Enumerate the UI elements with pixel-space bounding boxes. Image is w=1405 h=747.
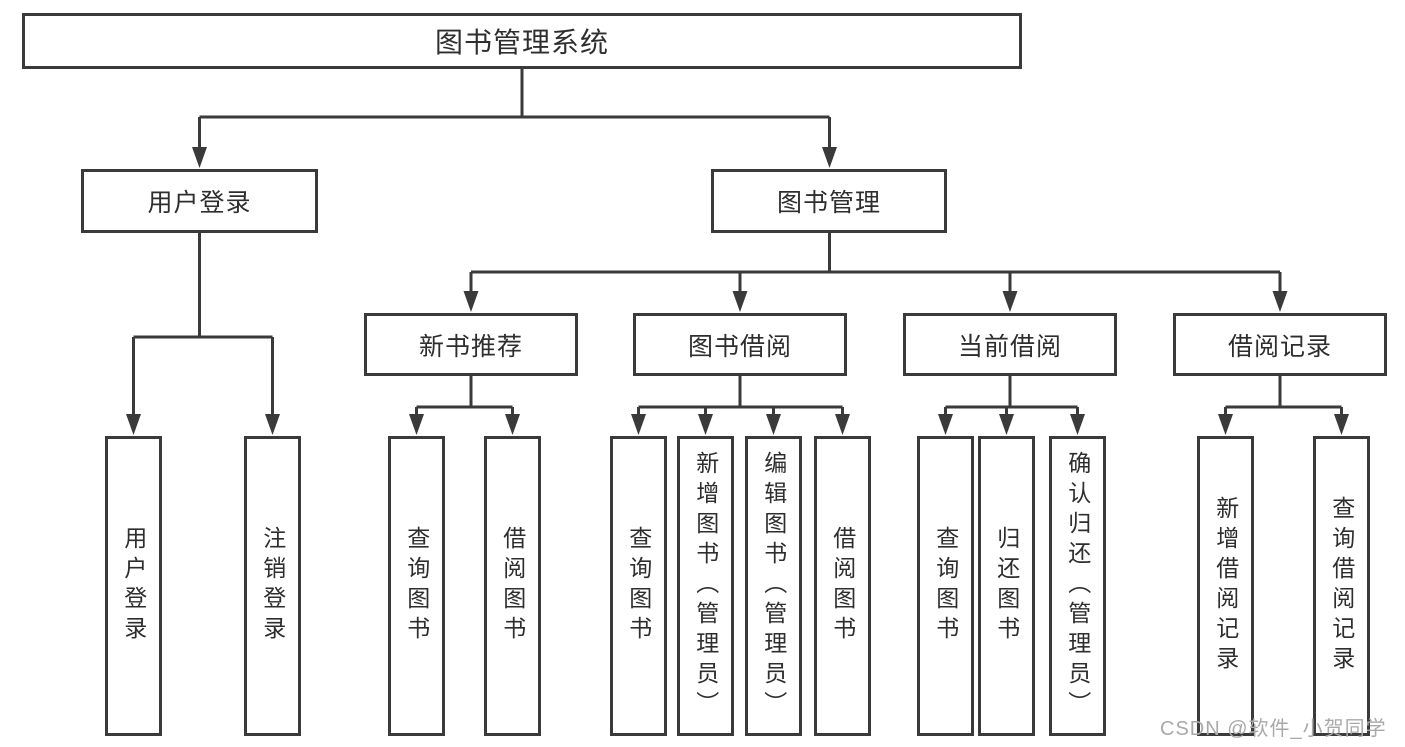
node-label: 确认归还（管理员） [1064, 451, 1091, 721]
arrowhead [1334, 414, 1349, 435]
arrowhead [1272, 291, 1288, 312]
node-label: 新增图书（管理员） [692, 451, 719, 721]
node-label: 图书管理 [776, 189, 881, 217]
node-leaf-borrow-book-rec: 借阅图书 [484, 436, 541, 736]
node-label: 借阅图书 [829, 526, 856, 646]
arrowhead [766, 414, 781, 435]
node-label: 归还图书 [993, 526, 1020, 646]
node-leaf-query-book-current: 查询图书 [917, 436, 974, 736]
connector-book-mgmt-children [463, 233, 1288, 312]
node-label: 查询图书 [932, 526, 959, 646]
arrowhead [822, 147, 837, 168]
node-leaf-borrow-book: 借阅图书 [814, 436, 871, 736]
arrowhead [999, 414, 1014, 435]
node-label: 当前借阅 [957, 332, 1062, 361]
node-leaf-query-borrow-record: 查询借阅记录 [1313, 436, 1370, 736]
arrowhead [1218, 414, 1233, 435]
node-label: 新增借阅记录 [1212, 496, 1239, 676]
node-label: 查询借阅记录 [1328, 496, 1355, 676]
arrowhead [505, 414, 520, 435]
arrowhead [938, 414, 953, 435]
node-new-book-rec: 新书推荐 [364, 313, 578, 376]
arrowhead [631, 414, 646, 435]
node-label: 查询图书 [403, 526, 430, 646]
arrowhead [192, 147, 207, 168]
connector-borrow-records-children [1218, 376, 1349, 435]
node-label: 查询图书 [625, 526, 652, 646]
arrowhead [835, 414, 850, 435]
node-leaf-return-book: 归还图书 [978, 436, 1035, 736]
arrowhead [1002, 291, 1018, 312]
node-leaf-logout: 注销登录 [244, 436, 301, 736]
node-root-system: 图书管理系统 [22, 13, 1022, 69]
node-label: 用户登录 [147, 189, 252, 217]
node-book-mgmt-module: 图书管理 [711, 169, 947, 233]
node-label: 用户登录 [120, 526, 147, 646]
node-leaf-user-login: 用户登录 [105, 436, 162, 736]
node-user-login-module: 用户登录 [81, 169, 318, 233]
arrowhead [265, 414, 280, 435]
node-book-borrow: 图书借阅 [633, 313, 847, 376]
arrowhead [698, 414, 713, 435]
node-leaf-query-book-rec: 查询图书 [388, 436, 445, 736]
arrowhead [1070, 414, 1085, 435]
connector-new-book-rec-children [409, 376, 520, 435]
node-label: 图书管理系统 [434, 27, 609, 58]
connector-user-login-children [126, 233, 280, 435]
node-leaf-edit-book-admin: 编辑图书（管理员） [745, 436, 802, 736]
node-leaf-add-book-admin: 新增图书（管理员） [677, 436, 734, 736]
arrowhead [409, 414, 424, 435]
node-current-borrow: 当前借阅 [903, 313, 1117, 376]
csdn-watermark: CSDN @软件_小贺同学 [1160, 718, 1387, 740]
node-label: 新书推荐 [418, 332, 523, 361]
arrowhead [732, 291, 748, 312]
node-label: 图书借阅 [687, 332, 792, 361]
node-borrow-records: 借阅记录 [1173, 313, 1387, 376]
arrowhead [126, 414, 141, 435]
node-leaf-query-book-borrow: 查询图书 [610, 436, 667, 736]
node-label: 借阅记录 [1227, 332, 1332, 361]
connector-book-borrow-children [631, 376, 850, 435]
node-label: 编辑图书（管理员） [760, 451, 787, 721]
arrowhead [463, 291, 479, 312]
node-label: 借阅图书 [499, 526, 526, 646]
connector-current-borrow-children [938, 376, 1085, 435]
node-leaf-add-borrow-record: 新增借阅记录 [1197, 436, 1254, 736]
connector-root-to-modules [192, 69, 837, 168]
node-label: 注销登录 [259, 526, 286, 646]
node-leaf-confirm-return-admin: 确认归还（管理员） [1049, 436, 1106, 736]
